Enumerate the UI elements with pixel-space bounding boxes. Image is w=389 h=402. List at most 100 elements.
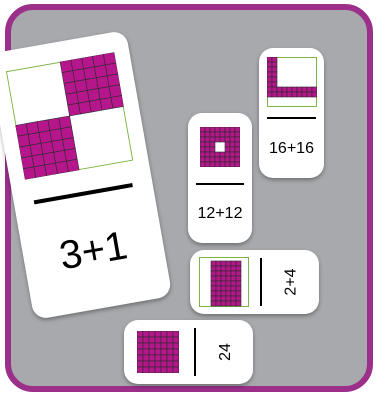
domino-2-plus-4[interactable]: 2+4 xyxy=(190,250,319,314)
grid-cell xyxy=(312,92,317,97)
grid-cell xyxy=(220,152,225,157)
grid-cell xyxy=(267,82,272,87)
grid-cell xyxy=(155,361,161,367)
grid-cell xyxy=(149,331,155,337)
label-half: 16+16 xyxy=(259,121,324,176)
domino-12-plus-12[interactable]: 12+12 xyxy=(188,113,252,243)
grid-cell xyxy=(225,132,230,137)
grid-cell xyxy=(216,286,221,291)
grid-cell xyxy=(235,162,240,167)
grid-cell xyxy=(302,92,307,97)
domino-label: 24 xyxy=(216,343,234,361)
grid-cell xyxy=(277,92,282,97)
grid-cell xyxy=(155,355,161,361)
grid-cell xyxy=(84,67,97,80)
grid-cell xyxy=(211,286,216,291)
grid-cell xyxy=(235,152,240,157)
grid-cell xyxy=(230,152,235,157)
grid-cell xyxy=(287,87,292,92)
grid-cell xyxy=(211,301,216,306)
grid-cell xyxy=(312,87,317,92)
grid-cell xyxy=(272,72,277,77)
grid-cell xyxy=(173,343,179,349)
grid-cell xyxy=(225,147,230,152)
grid-cell xyxy=(267,72,272,77)
grid-cell xyxy=(167,355,173,361)
grid-cell xyxy=(161,331,167,337)
grid-cell xyxy=(210,147,215,152)
grid-cell xyxy=(231,296,236,301)
grid-cell xyxy=(205,137,210,142)
grid-cell xyxy=(230,132,235,137)
grid-cell xyxy=(43,152,56,165)
grid-cell xyxy=(221,266,226,271)
grid-cell xyxy=(167,343,173,349)
grid-cell xyxy=(41,141,54,154)
grid-cell xyxy=(226,296,231,301)
grid-cell xyxy=(210,132,215,137)
grid-cell xyxy=(109,85,122,98)
grid-cell xyxy=(225,157,230,162)
grid-cell xyxy=(111,96,124,109)
grid-cell xyxy=(231,286,236,291)
grid-cell xyxy=(200,162,205,167)
grid-cell xyxy=(94,65,107,78)
grid-cell xyxy=(200,157,205,162)
grid-cell xyxy=(231,266,236,271)
grid-cell xyxy=(137,343,143,349)
grid-cell xyxy=(37,120,50,133)
grid-full-diagram xyxy=(137,331,179,373)
domino-label: 3+1 xyxy=(56,223,131,279)
grid-cell xyxy=(231,291,236,296)
grid-cell xyxy=(267,57,272,62)
grid-cell xyxy=(155,331,161,337)
domino-16-plus-16[interactable]: 16+16 xyxy=(259,48,324,178)
grid-cell xyxy=(235,127,240,132)
grid-cell xyxy=(103,52,116,65)
grid-cell xyxy=(200,132,205,137)
grid-cell xyxy=(149,361,155,367)
label-half: 24 xyxy=(198,320,253,384)
grid-cell xyxy=(267,87,272,92)
grid-cell xyxy=(205,127,210,132)
grid-cell xyxy=(231,276,236,281)
grid-cell xyxy=(200,142,205,147)
grid-cell xyxy=(236,281,241,286)
grid-cell xyxy=(17,134,30,147)
grid-cell xyxy=(205,152,210,157)
grid-cell xyxy=(277,87,282,92)
grid-cell xyxy=(282,87,287,92)
grid-cell xyxy=(205,132,210,137)
grid-cell xyxy=(236,286,241,291)
grid-cell xyxy=(225,127,230,132)
grid-cell xyxy=(64,82,77,95)
grid-cell xyxy=(143,337,149,343)
grid-10x10-diagram xyxy=(6,52,133,179)
grid-cell xyxy=(210,137,215,142)
grid-cell xyxy=(235,132,240,137)
grid-cell xyxy=(215,127,220,132)
grid-cell xyxy=(68,103,81,116)
domino-24[interactable]: 24 xyxy=(124,320,253,384)
grid-cell xyxy=(235,137,240,142)
grid-cell xyxy=(56,161,69,174)
grid-cell xyxy=(173,355,179,361)
grid-cell xyxy=(205,162,210,167)
grid-cell xyxy=(143,355,149,361)
grid-cell xyxy=(173,361,179,367)
grid-cell xyxy=(220,162,225,167)
grid-cell xyxy=(167,367,173,373)
grid-cell xyxy=(200,147,205,152)
grid-cell xyxy=(211,261,216,266)
grid-picture-half xyxy=(190,250,258,314)
grid-cell xyxy=(221,261,226,266)
grid-cell xyxy=(272,57,277,62)
grid-cell xyxy=(215,157,220,162)
grid-cell xyxy=(231,261,236,266)
grid-cell xyxy=(155,367,161,373)
grid-cell xyxy=(307,92,312,97)
grid-cell xyxy=(205,157,210,162)
grid-cell xyxy=(211,281,216,286)
grid-cell xyxy=(236,291,241,296)
grid-cell xyxy=(211,296,216,301)
